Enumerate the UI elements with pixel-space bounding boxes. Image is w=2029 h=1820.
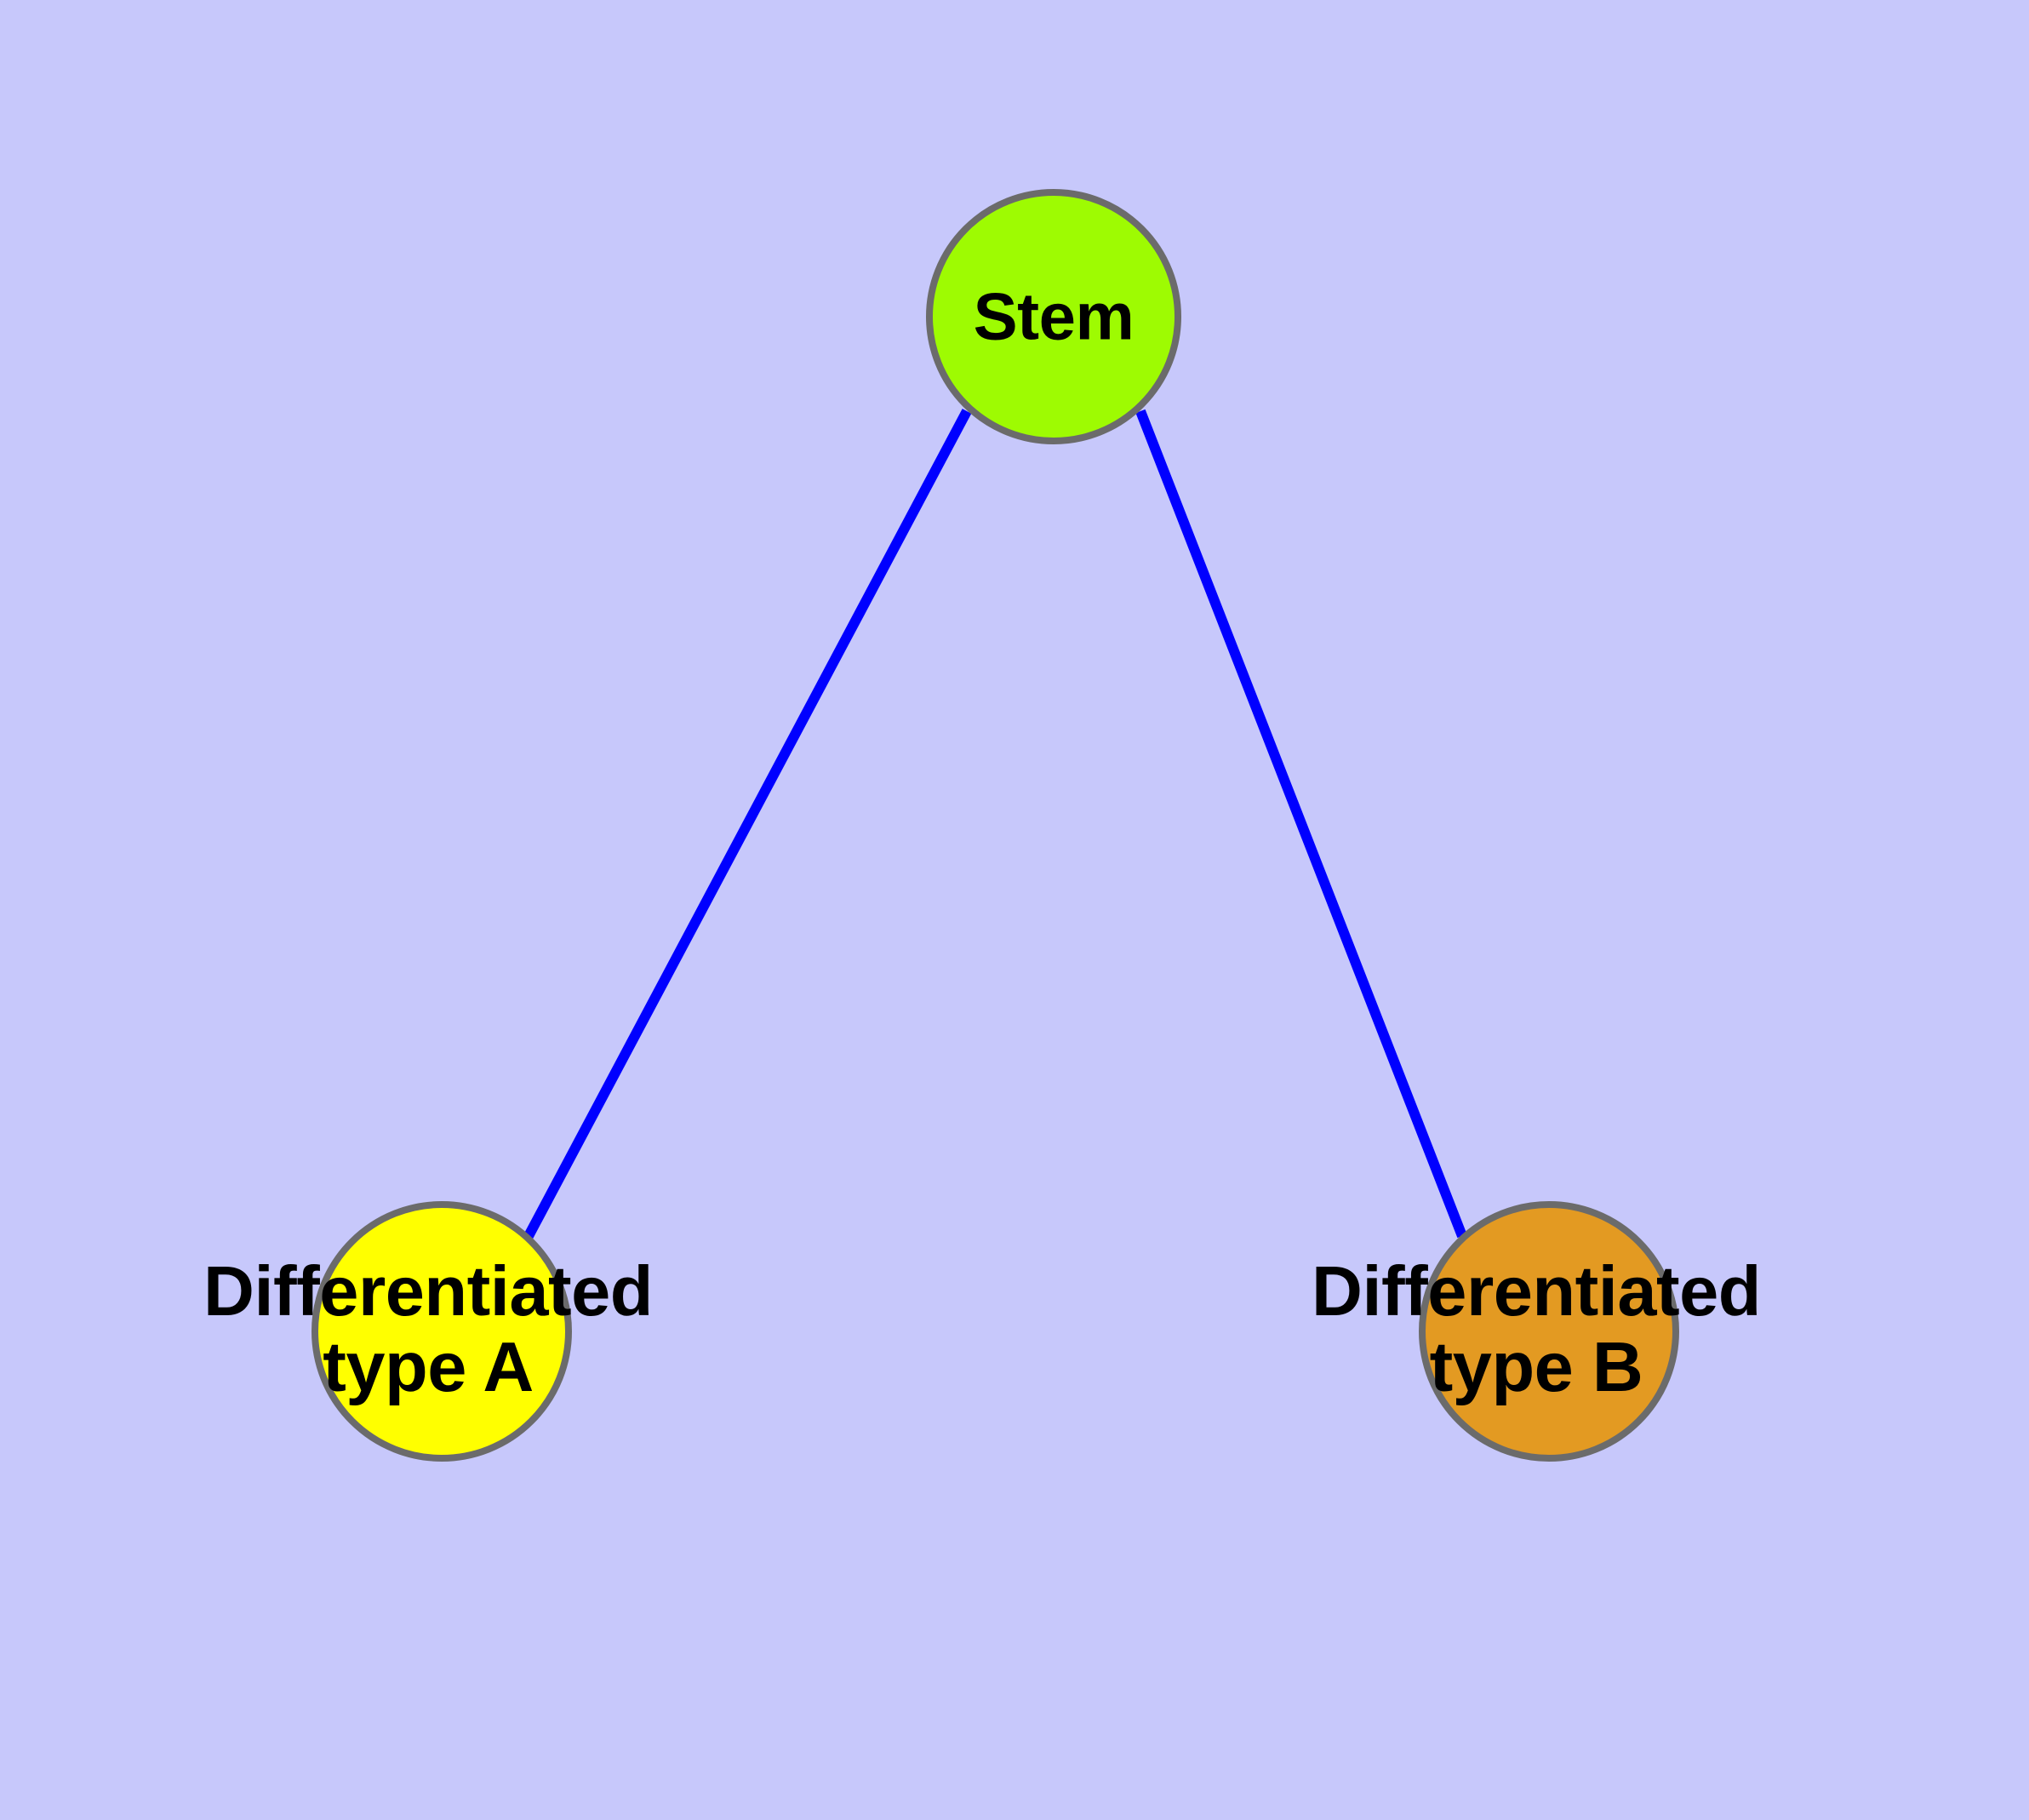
node-differentiated-type-b[interactable]: [1419, 1201, 1679, 1462]
edge-layer: [523, 409, 1467, 1239]
edge-stem-to-differentiated-type-b: [1135, 409, 1467, 1239]
edge-stem-to-differentiated-type-a: [523, 409, 972, 1239]
node-layer: [311, 189, 1679, 1462]
node-stem[interactable]: [926, 189, 1181, 444]
node-differentiated-type-a[interactable]: [311, 1201, 572, 1462]
